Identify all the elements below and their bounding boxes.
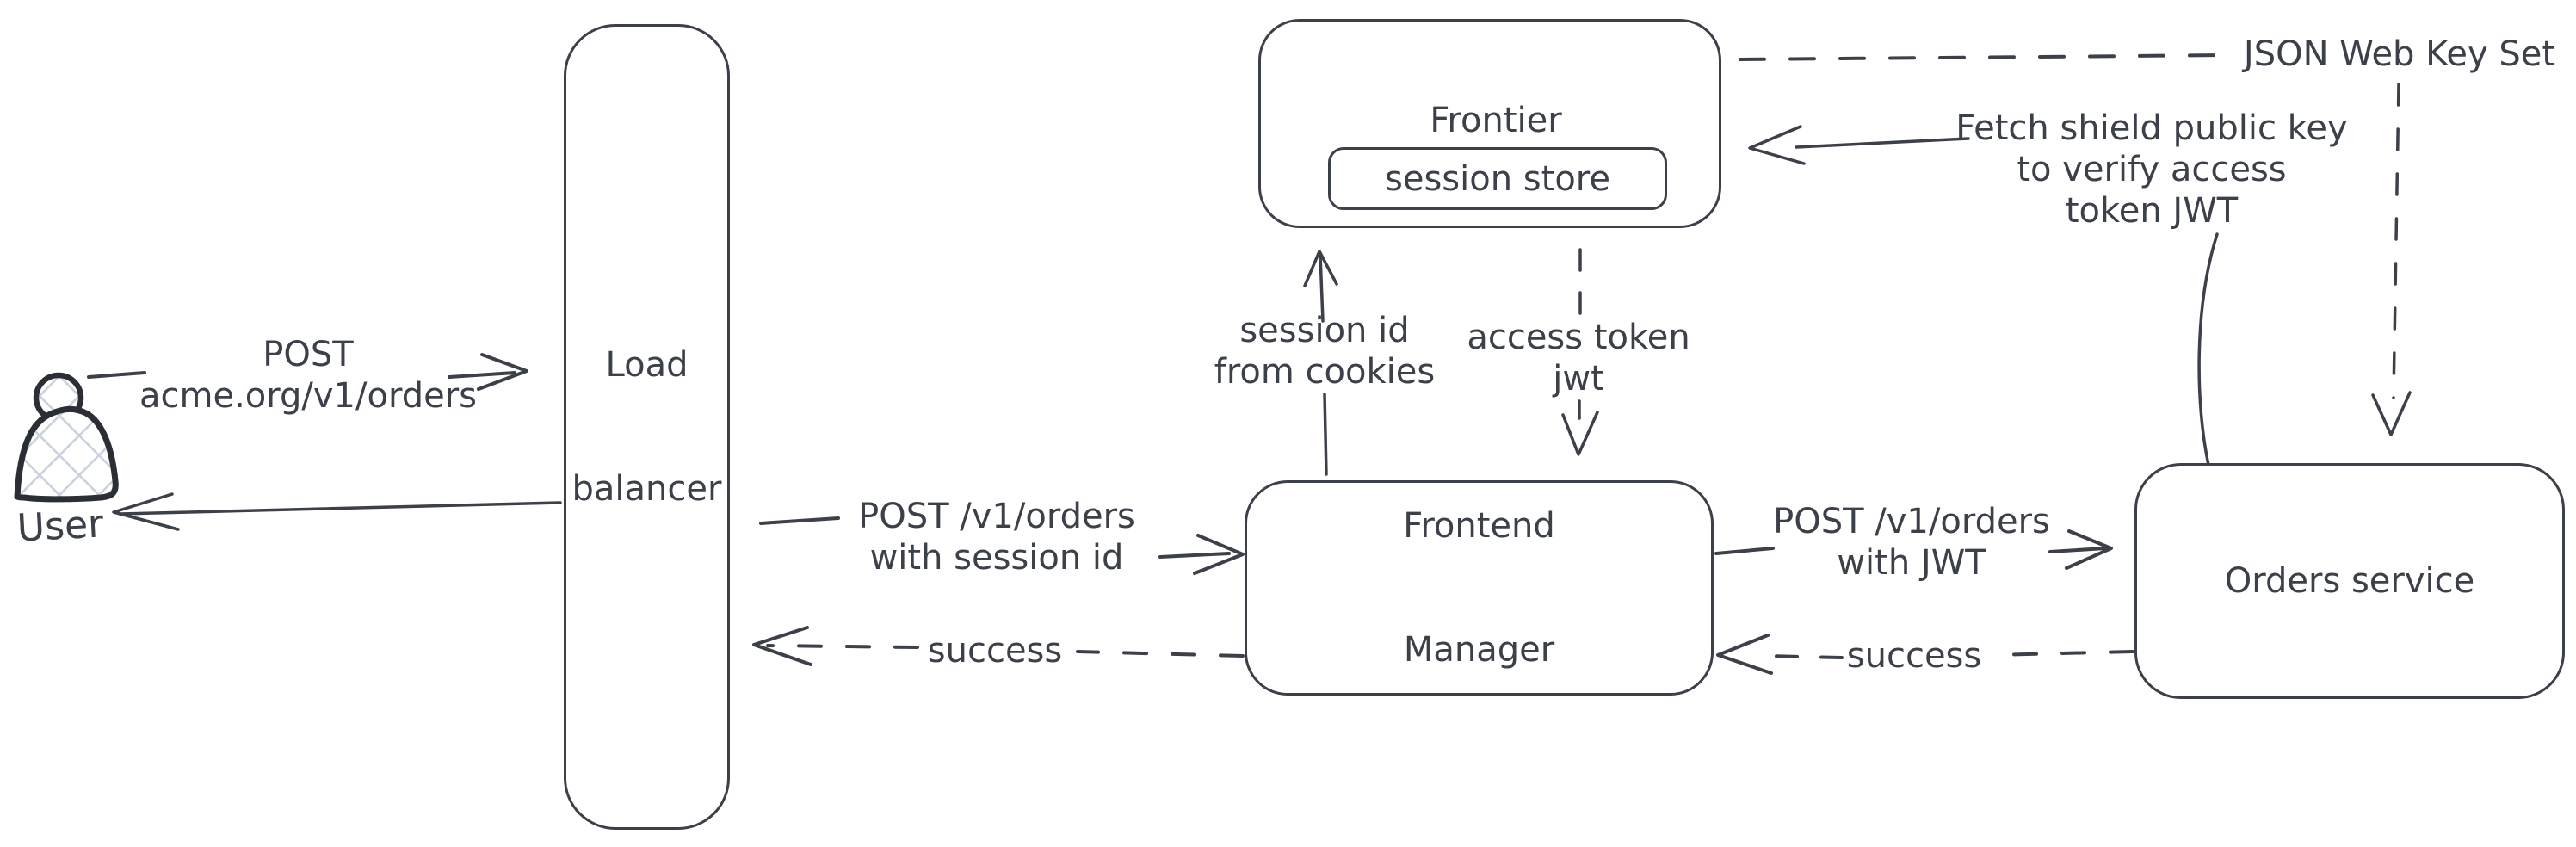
arrow-access-token-down [1561,248,1599,456]
label-json-web-key-set: JSON Web Key Set [2243,34,2556,74]
label-post-orders-jwt: POST /v1/orders with JWT [1773,502,2050,583]
node-load-balancer: Load balancer [564,24,730,830]
frontier-label: Frontier [1430,101,1562,140]
line-orders-to-fetch-curve [2197,232,2219,467]
arrow-frontend-manager-to-orders-service [1714,529,2113,570]
arrow-session-id-up [1303,250,1338,476]
label-access-token-jwt: access token jwt [1467,318,1690,399]
arrow-load-balancer-to-user [112,492,562,531]
label-post-orders-session-id: POST /v1/orders with session id [858,497,1135,578]
node-session-store: session store [1328,147,1667,210]
arrow-success-frontend-manager-to-load-balancer [752,626,1245,666]
load-balancer-label: Load balancer [571,345,722,509]
line-frontier-to-jwks-dashed [1739,53,2233,61]
orders-service-label: Orders service [2224,561,2475,601]
arrow-jwks-to-orders [2371,83,2412,436]
node-orders-service: Orders service [2134,463,2565,699]
frontend-manager-label: Frontend Manager [1403,506,1555,670]
arrow-user-to-load-balancer [87,353,528,391]
label-post-acme-orders: POST acme.org/v1/orders [139,335,477,416]
arrow-success-orders-to-frontend-manager [1716,634,2134,675]
session-store-label: session store [1385,158,1610,199]
node-frontend-manager: Frontend Manager [1245,480,1714,696]
user-icon [14,372,119,503]
label-success-right: success [1846,636,1982,676]
arrow-fetch-public-key [1748,125,2219,467]
label-fetch-shield-public-key: Fetch shield public key to verify access… [1955,108,2348,231]
label-success-left: success [927,631,1063,671]
user-label: User [15,502,105,551]
label-session-id-from-cookies: session id from cookies [1214,311,1436,392]
arrow-load-balancer-to-frontend-manager [759,516,1245,575]
